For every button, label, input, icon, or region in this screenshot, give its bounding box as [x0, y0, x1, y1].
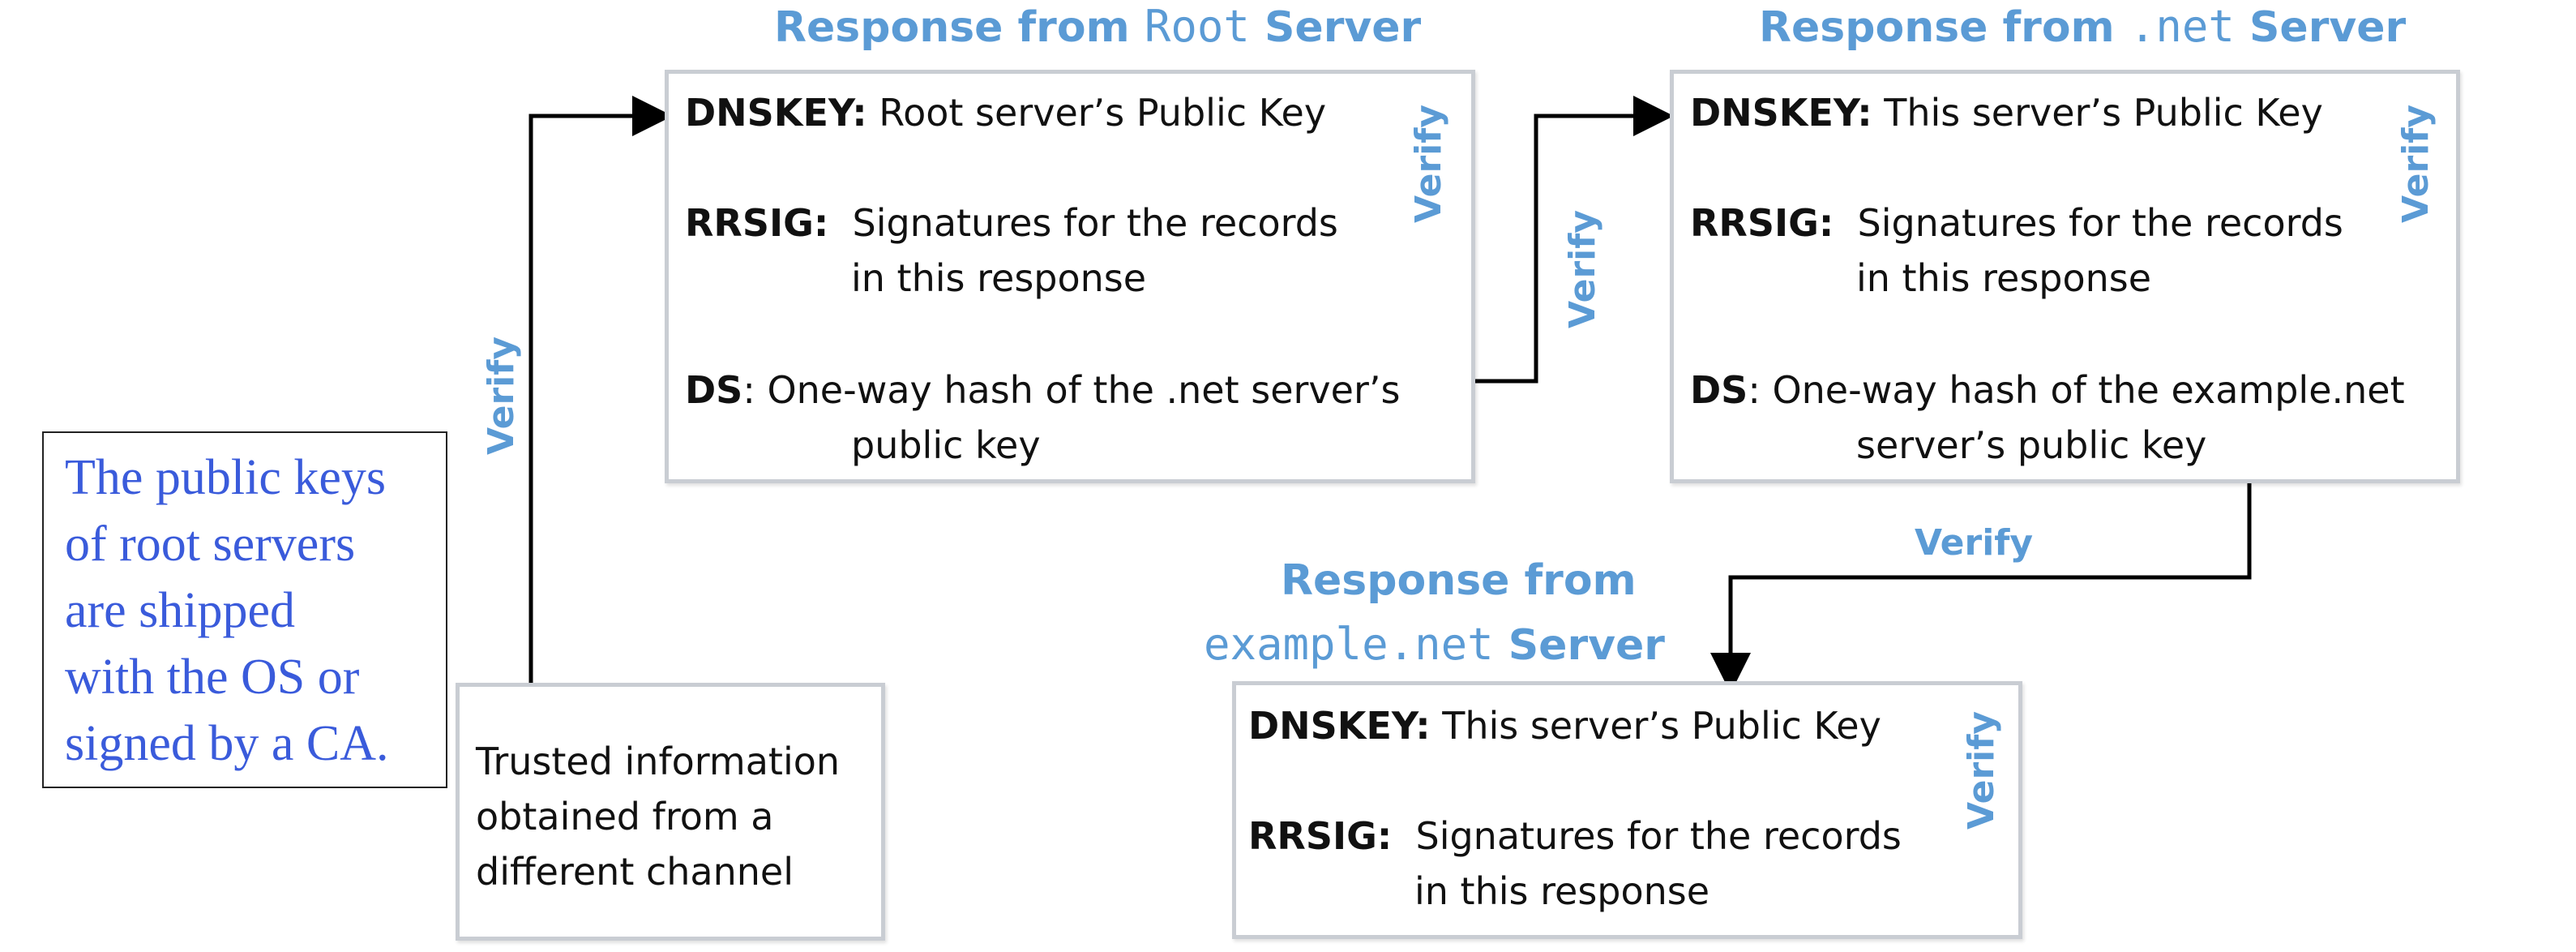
example-rrsig-record: RRSIG: Signatures for the records	[1248, 814, 1902, 858]
net-response-title: Response from .net Server	[1759, 1, 2407, 52]
note-line: signed by a CA.	[65, 716, 389, 771]
net-response-box	[1670, 70, 2460, 483]
trusted-info-box: Trusted information obtained from a diff…	[456, 683, 885, 941]
trusted-line: different channel	[476, 850, 794, 894]
note-line: The public keys	[65, 450, 387, 505]
verify-label-root-to-net: Verify	[1562, 209, 1604, 329]
root-rrsig-record-cont: in this response	[851, 256, 1147, 300]
root-response-box	[665, 70, 1475, 483]
verify-label-net: Verify	[2395, 104, 2437, 224]
net-ds-record-cont: server’s public key	[1856, 423, 2207, 467]
verify-label-trusted: Verify	[481, 336, 523, 456]
example-response-title-line2: example.net Server	[1204, 619, 1665, 670]
verify-label-net-to-example: Verify	[1915, 522, 2034, 564]
verify-label-root: Verify	[1408, 104, 1450, 224]
root-ds-record: DS: One-way hash of the .net server’s	[685, 368, 1401, 412]
net-ds-record: DS: One-way hash of the example.net	[1690, 368, 2405, 412]
root-ds-record-cont: public key	[851, 423, 1041, 467]
note-line: with the OS or	[65, 650, 360, 705]
root-rrsig-record: RRSIG: Signatures for the records	[685, 201, 1338, 245]
root-keys-note: The public keys of root servers are ship…	[42, 431, 447, 788]
trusted-line: Trusted information	[476, 740, 841, 783]
example-rrsig-record-cont: in this response	[1414, 869, 1710, 913]
verify-label-example: Verify	[1961, 710, 2003, 830]
example-dnskey-record: DNSKEY: This server’s Public Key	[1248, 704, 1881, 748]
arrow-net-to-example	[1710, 444, 2252, 693]
net-rrsig-record: RRSIG: Signatures for the records	[1690, 201, 2343, 245]
root-response-title: Response from Root Server	[774, 1, 1422, 52]
example-response-box	[1232, 681, 2022, 939]
arrow-trusted-to-root	[528, 96, 673, 683]
trusted-line: obtained from a	[476, 795, 774, 838]
example-response-title-line1: Response from	[1281, 556, 1637, 605]
net-dnskey-record: DNSKEY: This server’s Public Key	[1690, 91, 2323, 135]
note-line: are shipped	[65, 583, 296, 638]
note-line: of root servers	[65, 517, 356, 572]
net-rrsig-record-cont: in this response	[1856, 256, 2152, 300]
root-dnskey-record: DNSKEY: Root server’s Public Key	[685, 91, 1327, 135]
